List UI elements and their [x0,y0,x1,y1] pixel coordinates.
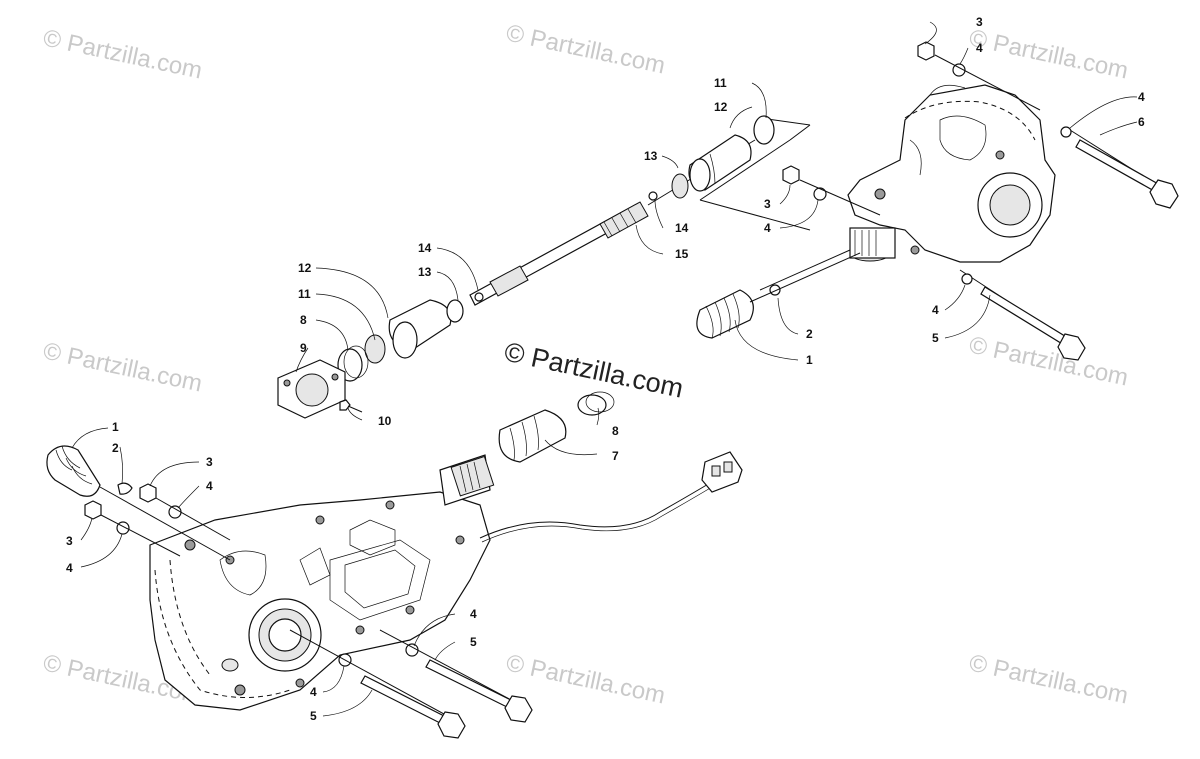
wiring-harness [479,451,743,543]
callout-3: 3 [66,534,73,548]
callout-4: 4 [932,303,939,317]
nut-washer-top-right [782,41,1041,216]
callout-4: 4 [764,221,771,235]
callout-leaders [71,21,1138,717]
bolt-5-lower-left [289,629,466,739]
callout-5: 5 [470,635,477,649]
boot-12-upper [671,115,775,199]
callout-11: 11 [298,287,311,301]
callout-8: 8 [300,313,307,327]
callout-4: 4 [470,607,477,621]
callout-4: 4 [310,685,317,699]
boot-12-lower [277,299,464,419]
callout-7: 7 [612,449,619,463]
callout-13: 13 [644,149,658,163]
callout-12: 12 [714,100,728,114]
watermark: © Partzilla.com [967,331,1131,391]
callout-4: 4 [66,561,73,575]
boot-7 [498,391,615,463]
bolt-5-lower-right [379,629,533,723]
callout-8: 8 [612,424,619,438]
callout-3: 3 [976,15,983,29]
watermark: © Partzilla.com [41,337,205,397]
boot-1-left [46,445,231,561]
callout-2: 2 [806,327,813,341]
callout-1: 1 [806,353,813,367]
callout-10: 10 [378,414,392,428]
callout-15: 15 [675,247,689,261]
callout-5: 5 [310,709,317,723]
callout-14: 14 [418,241,432,255]
callout-3: 3 [764,197,771,211]
bolt-5-right [959,269,1086,361]
callout-9: 9 [300,341,307,355]
callout-11: 11 [714,76,727,90]
callout-3: 3 [206,455,213,469]
nut-washer-left [84,483,231,557]
callout-6: 6 [1138,115,1145,129]
rear-gearcase [699,84,1056,291]
callout-numbers: 3 4 4 6 11 12 13 14 15 3 4 4 5 2 1 14 13… [66,15,1145,723]
boot-1-right [696,252,861,339]
front-gearcase [149,454,495,711]
watermark: © Partzilla.com [967,649,1131,709]
callout-4: 4 [206,479,213,493]
callout-4: 4 [1138,90,1145,104]
callout-12: 12 [298,261,312,275]
callout-5: 5 [932,331,939,345]
callout-14: 14 [675,221,689,235]
watermark: © Partzilla.com [967,24,1131,84]
bolt-6 [1060,126,1179,209]
center-watermark: © Partzilla.com [502,337,686,404]
callout-1: 1 [112,420,119,434]
callout-2: 2 [112,441,119,455]
watermark: © Partzilla.com [504,649,668,709]
prop-shaft-15 [469,139,756,306]
callout-4: 4 [976,41,983,55]
watermark: © Partzilla.com [504,19,668,79]
callout-13: 13 [418,265,432,279]
watermark: © Partzilla.com [41,24,205,84]
